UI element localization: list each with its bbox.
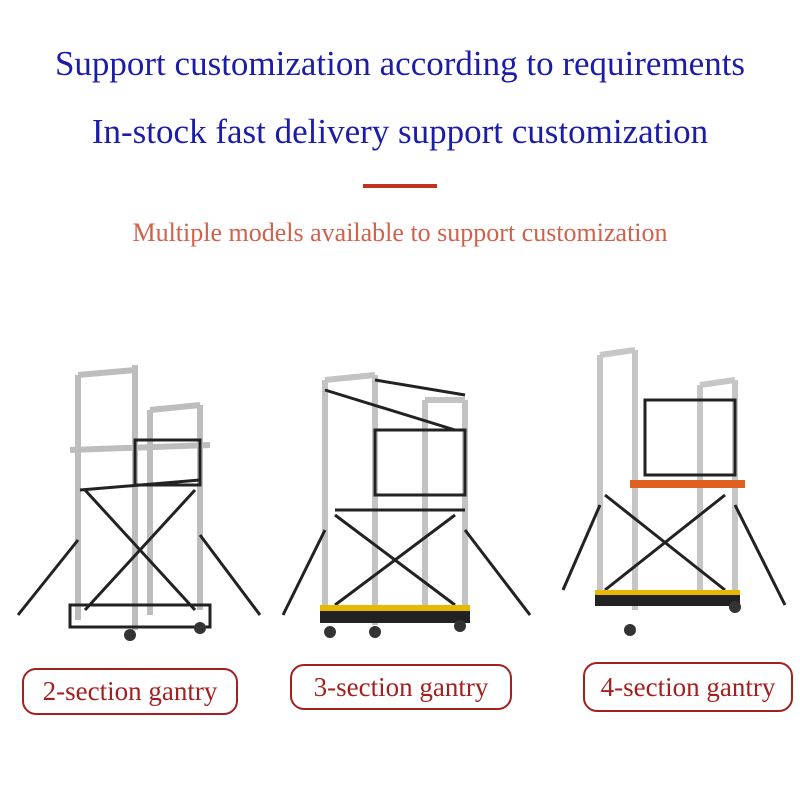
label-4-section-gantry: 4-section gantry bbox=[583, 662, 793, 712]
label-2-section-gantry: 2-section gantry bbox=[22, 668, 238, 715]
headline-customization: Support customization according to requi… bbox=[54, 44, 746, 83]
gantry-4-section-image bbox=[561, 347, 787, 636]
headline-delivery: In-stock fast delivery support customiza… bbox=[91, 112, 709, 151]
accent-divider bbox=[363, 184, 437, 188]
label-3-section-gantry: 3-section gantry bbox=[290, 664, 512, 710]
subtitle: Multiple models available to support cus… bbox=[132, 218, 668, 247]
gantry-2-section-image bbox=[16, 365, 262, 641]
gantry-3-section-image bbox=[281, 372, 532, 638]
